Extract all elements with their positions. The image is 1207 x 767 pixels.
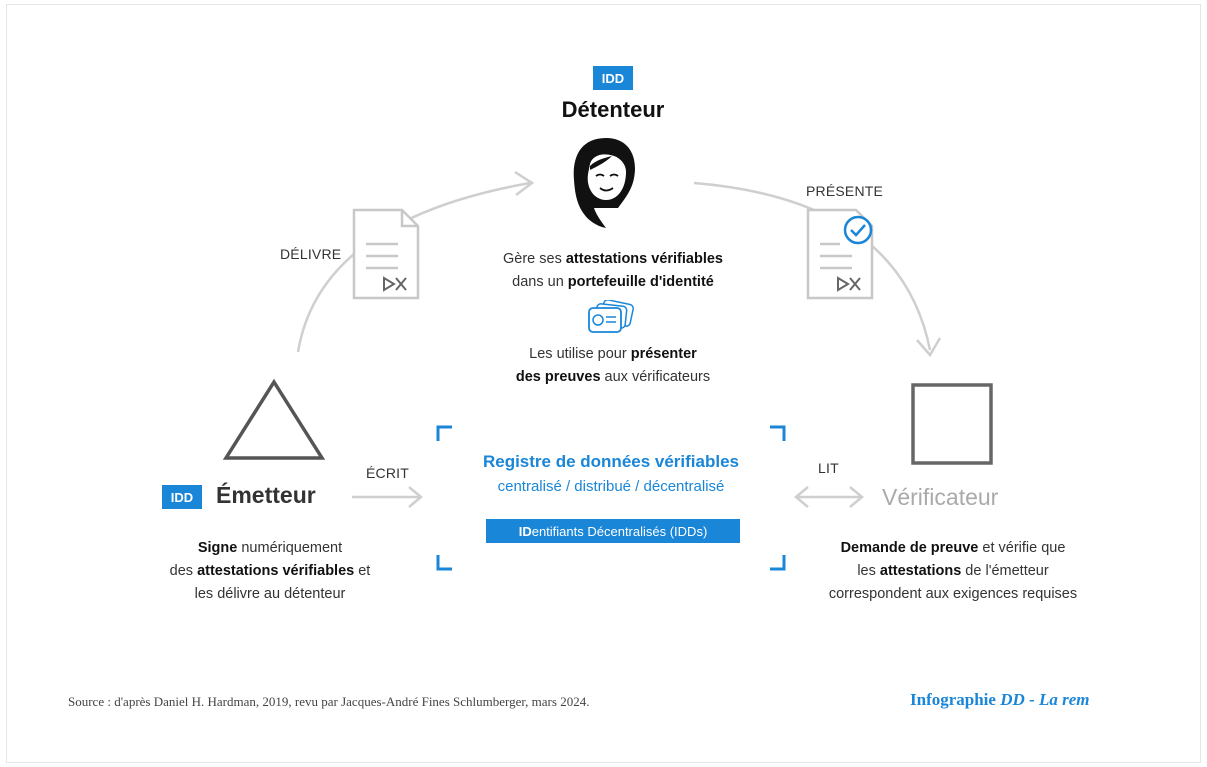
arrow-reads-head-right [849, 486, 864, 508]
registry-brackets [436, 425, 786, 571]
arrow-reads-head-left [794, 486, 809, 508]
holder-desc-1: Gère ses attestations vérifiables dans u… [502, 251, 723, 290]
issuer-idd-badge: IDD [162, 485, 202, 509]
arrowhead-to-verifier [916, 337, 942, 358]
verifier-square-icon [911, 383, 993, 465]
issuer-triangle-icon [222, 378, 326, 460]
document-verified-icon [806, 208, 874, 300]
footer-source: Source : d'après Daniel H. Hardman, 2019… [68, 694, 590, 709]
holder-idd-badge: IDD [593, 66, 633, 90]
infographic-frame [6, 4, 1201, 763]
holder-desc-2: Les utilise pour présenter des preuves a… [515, 346, 711, 385]
flow-label-delivers: DÉLIVRE [280, 246, 342, 262]
flow-label-presents: PRÉSENTE [806, 183, 884, 199]
registry-title: Registre de données vérifiables [482, 452, 740, 471]
issuer-desc: Signe numériquement des attestations vér… [169, 540, 371, 602]
arrowhead-to-holder [514, 170, 535, 196]
verifier-desc: Demande de preuve et vérifie que les att… [828, 540, 1078, 602]
verifier-title: Vérificateur [882, 484, 999, 510]
issuer-title: Émetteur [216, 482, 316, 508]
flow-label-reads: LIT [818, 460, 839, 476]
wallet-cards-icon [588, 300, 634, 333]
arrow-writes-head [408, 486, 423, 508]
registry-subtitle: centralisé / distribué / décentralisé [497, 478, 725, 495]
holder-title: Détenteur [561, 97, 665, 122]
document-signed-icon [352, 208, 420, 300]
flow-label-writes: ÉCRIT [366, 465, 409, 481]
footer-credit: Infographie DD - La rem [910, 690, 1090, 709]
holder-avatar-icon [573, 138, 635, 228]
